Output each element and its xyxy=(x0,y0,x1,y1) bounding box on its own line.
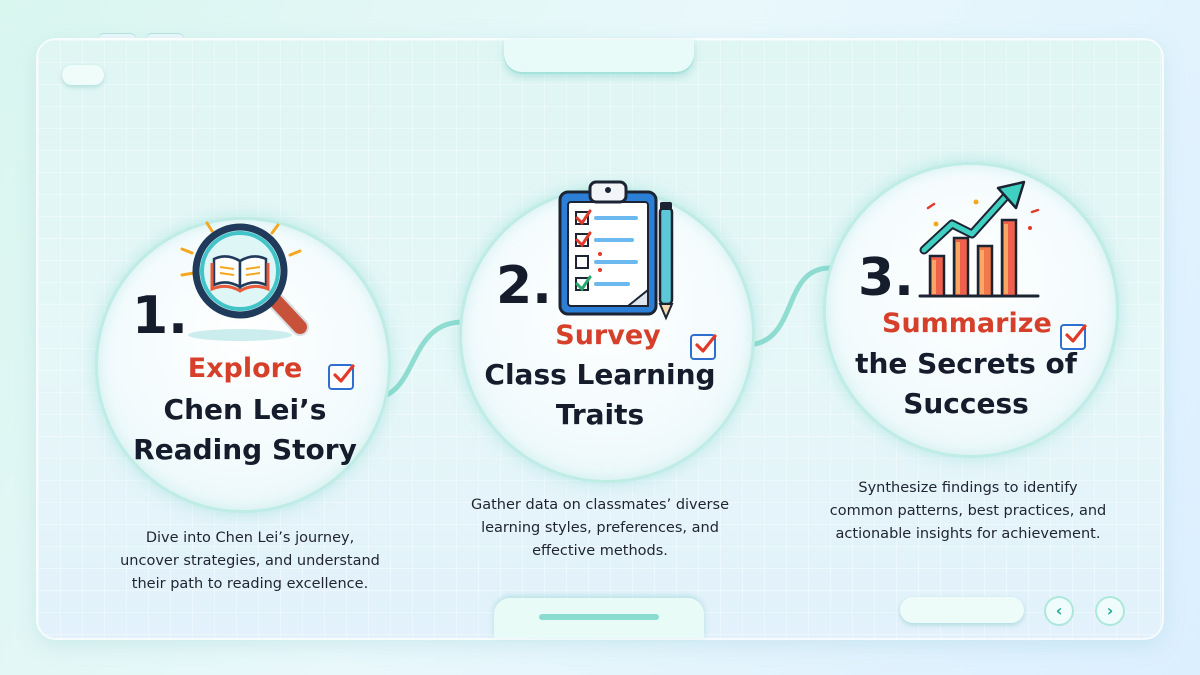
step-2-description-line-3: effective methods. xyxy=(532,543,668,559)
progress-pill xyxy=(900,597,1024,623)
step-2-title-line-2: Traits xyxy=(555,398,645,431)
step-1-title-line-2: Reading Story xyxy=(133,433,357,466)
step-3-description-line-3: actionable insights for achievement. xyxy=(835,526,1101,542)
step-1-description-line-1: Dive into Chen Lei’s journey, xyxy=(145,530,355,546)
step-3-title-line-1: the Secrets of xyxy=(855,347,1077,380)
top-handle[interactable] xyxy=(504,40,694,74)
step-1-title: Chen Lei’s Reading Story xyxy=(130,390,360,470)
step-2-description: Gather data on classmates’ diverse learn… xyxy=(440,494,760,563)
step-3-description-line-2: common patterns, best practices, and xyxy=(829,503,1107,519)
prev-button[interactable]: ‹ xyxy=(1046,598,1072,624)
step-1-title-line-1: Chen Lei’s xyxy=(163,393,327,426)
step-1-checkbox[interactable] xyxy=(328,364,355,390)
step-1-description-line-3: their path to reading excellence. xyxy=(131,576,369,592)
step-2-description-line-2: learning styles, preferences, and xyxy=(481,520,719,536)
step-1-description-line-2: uncover strategies, and understand xyxy=(120,553,380,569)
clipboard-checklist-icon xyxy=(558,180,674,321)
step-2-title-line-1: Class Learning xyxy=(484,358,716,391)
step-3-checkbox[interactable] xyxy=(1060,324,1087,350)
step-2-title: Class Learning Traits xyxy=(480,355,720,435)
step-3-action: Summarize xyxy=(882,308,1052,339)
bottom-handle-indicator xyxy=(539,614,659,620)
bottom-handle[interactable] xyxy=(494,598,704,638)
step-3-title: the Secrets of Success xyxy=(846,344,1086,424)
step-3-description: Synthesize findings to identify common p… xyxy=(808,477,1128,546)
rising-bar-chart-icon xyxy=(918,180,1040,298)
step-3-title-line-2: Success xyxy=(903,387,1029,420)
step-3-number: 3. xyxy=(858,248,914,308)
step-3-description-line-1: Synthesize findings to identify xyxy=(858,480,1078,496)
next-button[interactable]: › xyxy=(1097,598,1123,624)
step-2-number: 2. xyxy=(496,256,552,316)
window-tab-1[interactable] xyxy=(98,34,136,44)
step-2-description-line-1: Gather data on classmates’ diverse xyxy=(471,497,729,513)
menu-pill-button[interactable] xyxy=(62,65,104,85)
step-1-description: Dive into Chen Lei’s journey, uncover st… xyxy=(90,527,410,596)
window-tab-2[interactable] xyxy=(146,34,184,44)
step-2-action: Survey xyxy=(555,320,661,351)
step-1-action: Explore xyxy=(187,353,303,384)
magnifying-glass-book-icon xyxy=(180,221,309,341)
step-2-checkbox[interactable] xyxy=(690,334,717,360)
step-3-circle[interactable] xyxy=(826,165,1116,455)
step-1-number: 1. xyxy=(132,286,188,346)
